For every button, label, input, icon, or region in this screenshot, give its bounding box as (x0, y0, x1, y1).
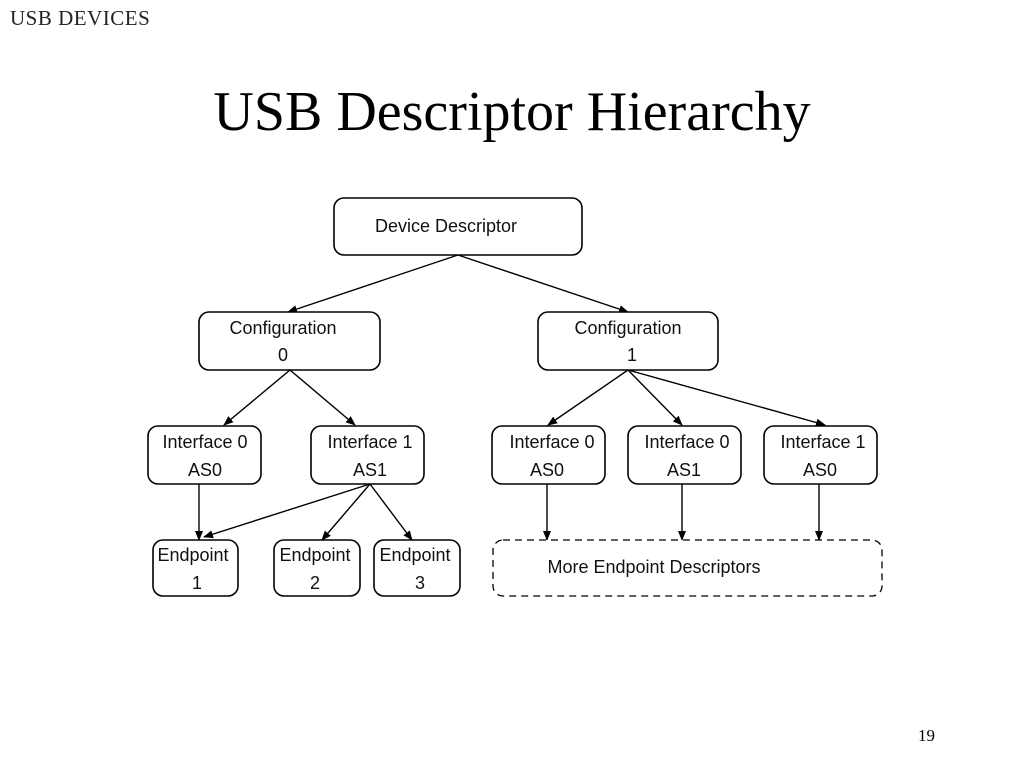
c1-interface0-as0-box (491, 425, 606, 485)
c0-interface1-setting: AS1 (353, 460, 387, 480)
configuration-0-number: 0 (278, 345, 288, 365)
page-number: 19 (918, 726, 935, 745)
edge-config1-interface0-as1 (627, 369, 683, 426)
configuration-0-label: Configuration (229, 318, 336, 338)
edge-interface1-endpoint1 (203, 483, 371, 539)
configuration-1-number: 1 (627, 345, 637, 365)
c1-interface1-as0-label: Interface 1 (780, 432, 865, 452)
endpoint-2-label: Endpoint (279, 545, 350, 565)
endpoint-1-label: Endpoint (157, 545, 228, 565)
c1-interface1-as0-box (763, 425, 878, 485)
endpoint-3-box (373, 539, 461, 597)
c1-interface1-as0-setting: AS0 (803, 460, 837, 480)
endpoint-3-label: Endpoint (379, 545, 450, 565)
slide-header: USB DEVICES (10, 6, 151, 30)
endpoint-2-number: 2 (310, 573, 320, 593)
device-descriptor-box (333, 197, 583, 256)
endpoint-3-number: 3 (415, 573, 425, 593)
endpoint-2-box (273, 539, 361, 597)
c1-interface0-as1-label: Interface 0 (644, 432, 729, 452)
configuration-0-box (198, 311, 381, 371)
endpoint-1-number: 1 (192, 573, 202, 593)
c0-interface0-setting: AS0 (188, 460, 222, 480)
slide-title: USB Descriptor Hierarchy (213, 81, 811, 143)
edge-config0-interface1 (289, 369, 356, 426)
edge-interface1-endpoint3 (369, 483, 413, 541)
configuration-1-label: Configuration (574, 318, 681, 338)
edge-config1-interface0-as0 (547, 369, 629, 426)
endpoint-1-box (152, 539, 239, 597)
edge-interface1-endpoint2 (321, 483, 371, 541)
c1-interface0-as1-box (627, 425, 742, 485)
edge-device-config1 (457, 254, 629, 313)
configuration-1-box (537, 311, 719, 371)
c1-interface0-as0-label: Interface 0 (509, 432, 594, 452)
c0-interface0-label: Interface 0 (162, 432, 247, 452)
c1-interface0-as1-setting: AS1 (667, 460, 701, 480)
c0-interface1-box (310, 425, 425, 485)
more-endpoints-box (492, 539, 883, 597)
more-endpoints-label: More Endpoint Descriptors (547, 557, 760, 577)
device-descriptor-label: Device Descriptor (375, 216, 517, 236)
edge-config0-interface0 (223, 369, 291, 426)
c1-interface0-as0-setting: AS0 (530, 460, 564, 480)
edge-device-config0 (287, 254, 459, 313)
c0-interface0-box (147, 425, 262, 485)
c0-interface1-label: Interface 1 (327, 432, 412, 452)
edge-config1-interface1-as0 (627, 369, 826, 427)
